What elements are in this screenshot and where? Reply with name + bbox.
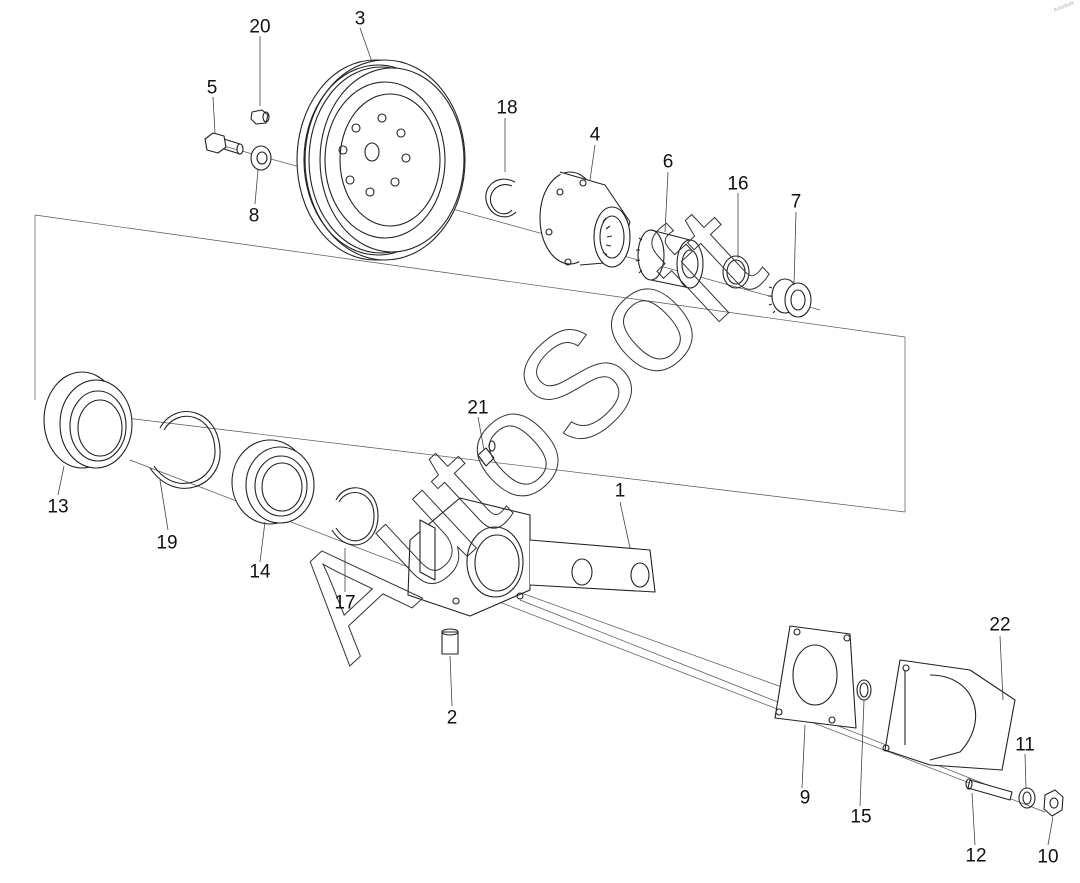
part-14-bearing xyxy=(231,439,315,525)
part-6-splined-sleeve xyxy=(635,229,704,289)
callout-7: 7 xyxy=(790,191,802,213)
part-18-snap-ring xyxy=(485,178,517,218)
part-3-pulley xyxy=(296,59,466,261)
part-12-stud xyxy=(965,778,1013,801)
callout-10: 10 xyxy=(1037,846,1059,868)
part-13-bearing xyxy=(43,371,133,469)
part-21-grease-nipple xyxy=(477,440,496,467)
part-7-gear xyxy=(768,278,812,318)
callout-12: 12 xyxy=(965,845,987,867)
callout-16: 16 xyxy=(727,173,749,195)
callout-1: 1 xyxy=(614,480,626,502)
part-11-washer xyxy=(1018,787,1036,809)
callout-15: 15 xyxy=(850,806,872,828)
callout-11: 11 xyxy=(1015,734,1035,756)
callout-14: 14 xyxy=(249,561,271,583)
callout-3: 3 xyxy=(354,8,366,30)
callout-22: 22 xyxy=(989,614,1011,636)
callout-18: 18 xyxy=(496,97,518,119)
callout-8: 8 xyxy=(248,205,260,227)
callout-19: 19 xyxy=(156,532,178,554)
callout-21: 21 xyxy=(467,397,489,419)
part-19-circlip xyxy=(149,411,221,489)
part-15-ring xyxy=(856,679,872,701)
part-8-washer xyxy=(250,145,272,171)
part-10-nut xyxy=(1043,789,1064,817)
part-1-arm-housing xyxy=(407,497,656,617)
part-2-plug xyxy=(441,628,459,655)
part-17-circlip xyxy=(331,487,379,546)
callout-5: 5 xyxy=(206,77,218,99)
part-16-ring xyxy=(722,255,750,289)
callout-9: 9 xyxy=(799,787,811,809)
callout-20: 20 xyxy=(249,16,271,38)
part-22-cover xyxy=(882,659,1016,771)
callout-4: 4 xyxy=(589,124,601,146)
part-20-fitting xyxy=(250,109,270,125)
part-5-bolt xyxy=(204,132,244,155)
part-9-gasket xyxy=(774,625,857,729)
callout-2: 2 xyxy=(446,707,458,729)
part-4-flange-hub xyxy=(539,171,631,268)
callout-13: 13 xyxy=(47,496,69,518)
leader-lines xyxy=(57,27,1054,846)
callout-6: 6 xyxy=(662,151,674,173)
callout-17: 17 xyxy=(334,592,356,614)
